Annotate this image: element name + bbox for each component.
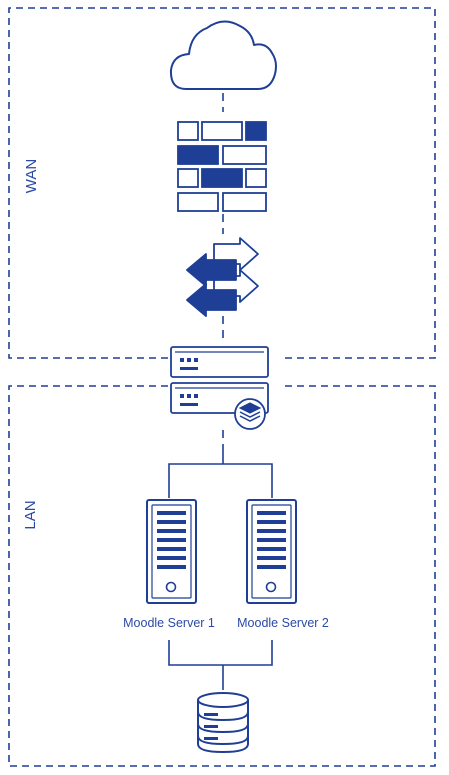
server-icon-1 [146, 499, 197, 604]
server-label-2: Moodle Server 2 [237, 616, 329, 630]
server-branch-top [168, 446, 273, 498]
wan-zone-border [8, 7, 436, 359]
lan-zone-border [8, 385, 436, 767]
server-branch-bottom [168, 640, 273, 690]
database-icon [197, 692, 249, 754]
load-balancer-icon [170, 346, 269, 430]
router-icon [186, 237, 259, 317]
cloud-icon [169, 20, 277, 90]
server-icon-2 [246, 499, 297, 604]
server-label-1: Moodle Server 1 [123, 616, 215, 630]
connectors [168, 93, 273, 690]
wan-zone: WAN [8, 7, 436, 359]
lan-label: LAN [22, 500, 39, 529]
wan-label: WAN [23, 159, 40, 193]
firewall-icon [177, 121, 267, 212]
layers-badge-icon [234, 398, 266, 430]
lan-zone: LAN [8, 385, 436, 767]
